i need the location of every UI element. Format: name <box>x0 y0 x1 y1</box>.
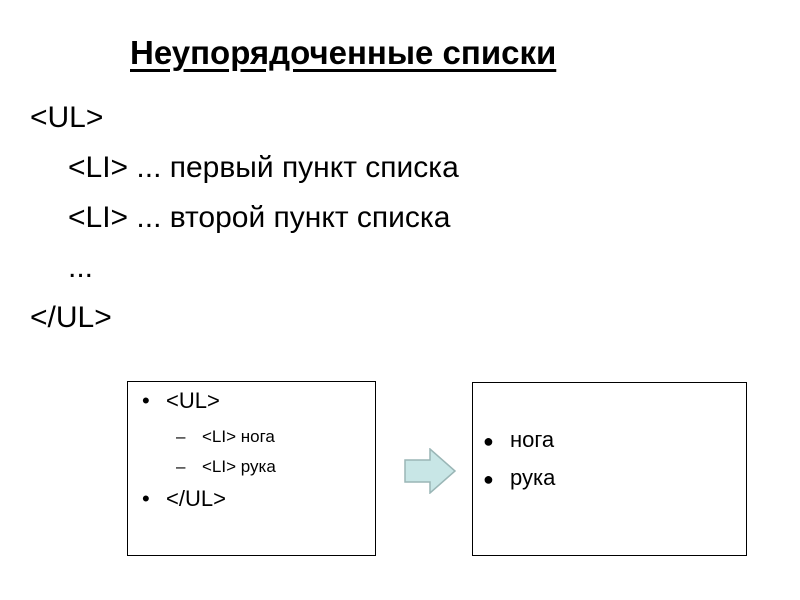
code-line-ul-open: <UL> <box>30 101 104 134</box>
result-list-item: ● рука <box>483 467 555 490</box>
result-list-item-text: рука <box>510 465 556 490</box>
result-list-item-text: нога <box>510 427 555 452</box>
dash-marker: – <box>176 427 186 446</box>
source-list-box: • <UL> –<LI> нога –<LI> рука • </UL> <box>127 381 376 556</box>
source-list-item: • <UL> <box>142 390 220 412</box>
code-line-li-second: <LI> ... второй пункт списка <box>68 201 451 234</box>
bullet-marker: • <box>142 486 150 511</box>
result-list-box: ● нога ● рука <box>472 382 747 556</box>
bullet-marker: ● <box>483 469 494 489</box>
source-list-subitem: –<LI> нога <box>176 426 275 448</box>
code-line-li-first: <LI> ... первый пункт списка <box>68 151 459 184</box>
source-list-subitem: –<LI> рука <box>176 456 276 478</box>
source-list-subitem-text: <LI> нога <box>202 427 275 446</box>
code-line-ul-close: </UL> <box>30 301 112 334</box>
source-list-subitem-text: <LI> рука <box>202 457 276 476</box>
source-list-item-text: <UL> <box>166 388 220 413</box>
dash-marker: – <box>176 457 186 476</box>
result-list-item: ● нога <box>483 429 554 452</box>
code-line-ellipsis: ... <box>68 251 94 284</box>
source-list-item: • </UL> <box>142 488 226 510</box>
source-list-item-text: </UL> <box>166 486 226 511</box>
right-arrow-icon <box>404 448 456 494</box>
bullet-marker: • <box>142 388 150 413</box>
bullet-marker: ● <box>483 431 494 451</box>
slide-title: Неупорядоченные списки <box>130 34 557 71</box>
